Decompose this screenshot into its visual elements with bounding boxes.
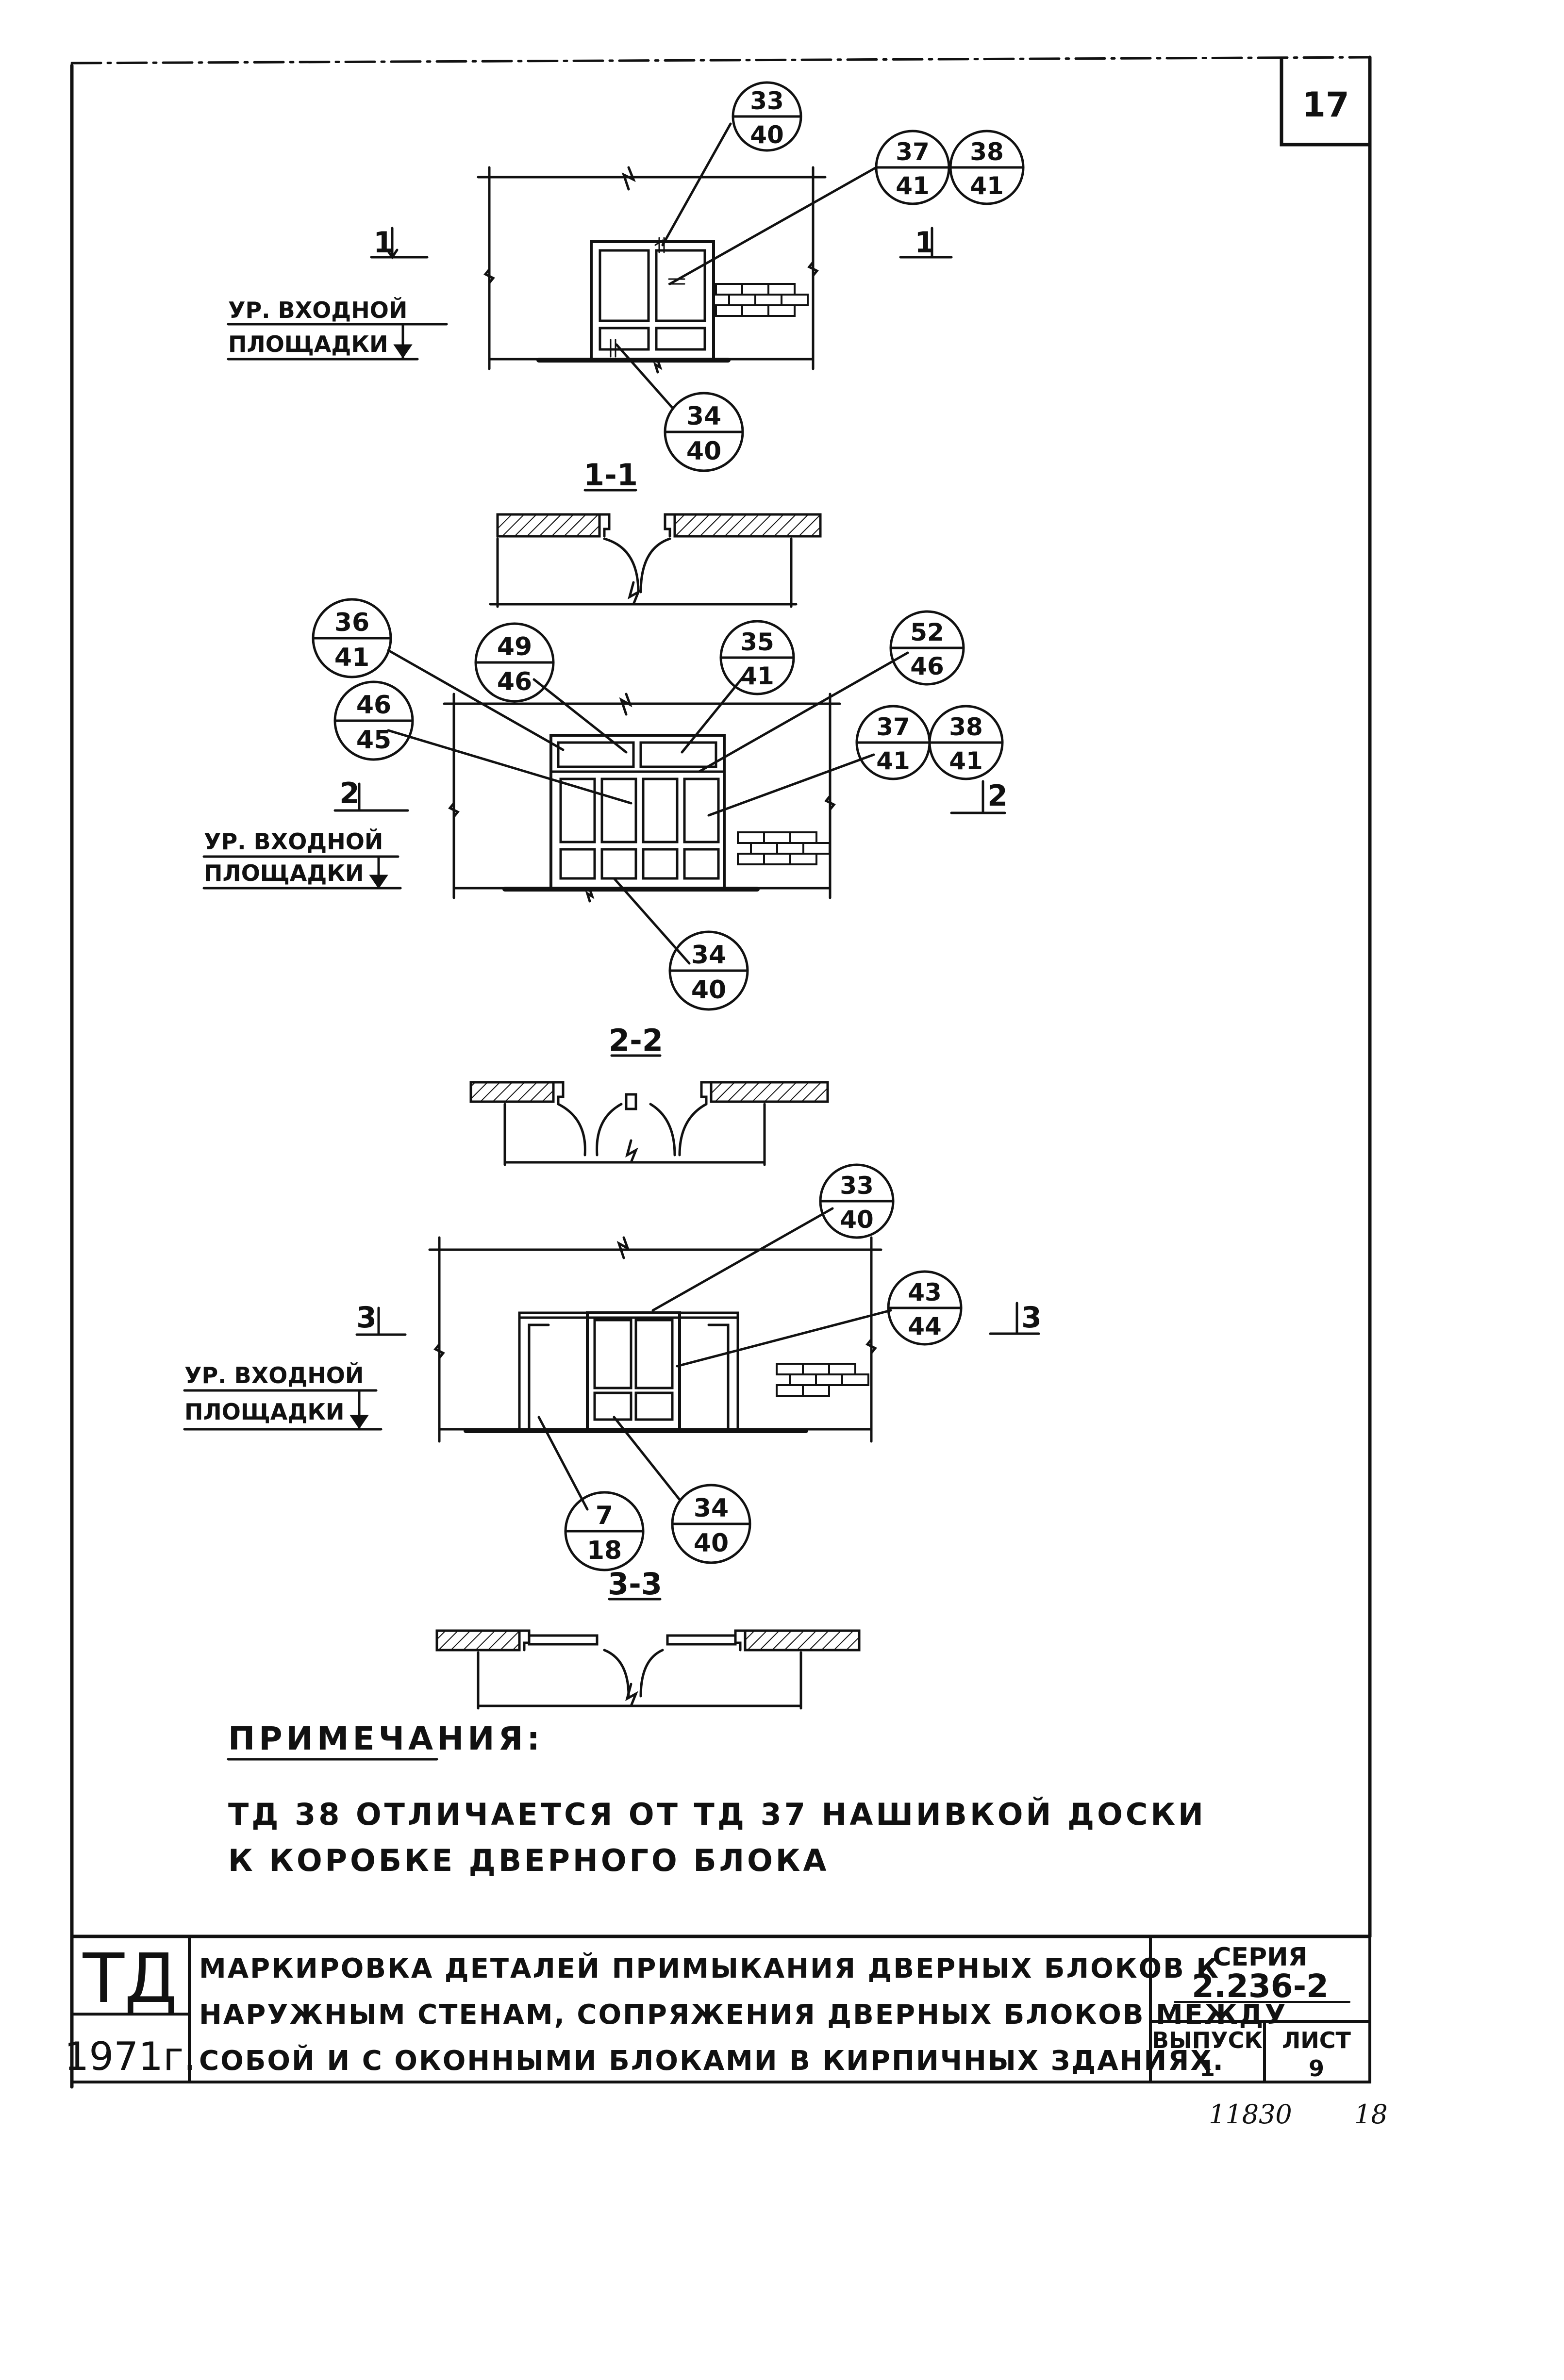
drawing-title-line-3: СОБОЙ И С ОКОННЫМИ БЛОКАМИ В КИРПИЧНЫХ З…	[199, 2045, 1225, 2077]
level-label-3-line2: ПЛОЩАДКИ	[184, 1399, 344, 1425]
level-label-1-line2: ПЛОЩАДКИ	[228, 331, 388, 357]
section-3-3	[435, 1598, 861, 1710]
callout-2-d-bottom: 46	[910, 652, 944, 680]
drawing-title-line-2: НАРУЖНЫМ СТЕНАМ, СОПРЯЖЕНИЯ ДВЕРНЫХ БЛОК…	[199, 1999, 1287, 2031]
callout-1-b-bottom: 41	[896, 172, 930, 200]
callout-1-a-bottom: 40	[750, 121, 784, 149]
callout-2-g-top: 38	[949, 713, 983, 741]
callout-1-a-top: 33	[750, 87, 784, 115]
series-value: 2.236-2	[1192, 1967, 1329, 2005]
section-1-1	[489, 489, 822, 608]
section-title-2-2: 2-2	[609, 1023, 663, 1058]
elevation-3	[183, 1163, 1040, 1571]
sheet-label: ЛИСТ	[1282, 2027, 1351, 2053]
section-mark-2-left: 2	[339, 777, 360, 810]
callout-3-b-bottom: 44	[908, 1312, 942, 1340]
elevation-2	[202, 598, 1006, 1011]
elevation-1	[227, 81, 1025, 472]
callout-2-e-bottom: 45	[356, 726, 391, 755]
callout-2-f-top: 37	[876, 713, 910, 741]
callout-1-d-top: 34	[686, 402, 721, 431]
level-label-1-line1: УР. ВХОДНОЙ	[228, 297, 407, 323]
issue-value: 1	[1199, 2055, 1215, 2082]
callout-1-d-bottom: 40	[686, 437, 721, 466]
section-title-1-1: 1-1	[583, 457, 638, 493]
callout-3-d-bottom: 40	[694, 1529, 729, 1558]
callout-3-c-bottom: 18	[587, 1536, 622, 1565]
callout-2-b-bottom: 46	[497, 667, 532, 696]
callout-1-c-bottom: 41	[970, 172, 1004, 200]
issue-label: ВЫПУСК	[1152, 2027, 1263, 2053]
section-mark-1-left: 1	[373, 226, 394, 260]
callout-1-b-top: 37	[896, 138, 930, 166]
callout-2-a-bottom: 41	[334, 643, 369, 672]
callout-2-h-top: 34	[691, 941, 726, 970]
section-2-2	[469, 1054, 829, 1166]
series-label: СЕРИЯ	[1213, 1943, 1307, 1972]
callout-3-a-top: 33	[840, 1172, 874, 1200]
title-block-frame	[70, 1935, 1371, 2083]
handwritten-page: 18	[1354, 2099, 1388, 2130]
callout-2-b-top: 49	[497, 632, 532, 661]
title-block-logo: ТД	[83, 1939, 178, 2018]
callout-2-f-bottom: 41	[876, 747, 910, 775]
drawing-title-line-1: МАРКИРОВКА ДЕТАЛЕЙ ПРИМЫКАНИЯ ДВЕРНЫХ БЛ…	[199, 1952, 1220, 1984]
sheet-number: 17	[1302, 85, 1349, 125]
notes-heading: ПРИМЕЧАНИЯ:	[228, 1720, 544, 1757]
callout-2-a-top: 36	[334, 608, 369, 637]
section-mark-2-right: 2	[987, 779, 1008, 813]
callout-2-e-top: 46	[356, 691, 391, 720]
level-label-2-line2: ПЛОЩАДКИ	[204, 860, 364, 886]
callout-3-c-top: 7	[596, 1501, 613, 1530]
section-mark-1-right: 1	[915, 226, 935, 260]
section-mark-3-right: 3	[1021, 1301, 1042, 1335]
callout-2-d-top: 52	[910, 618, 944, 646]
notes-line-1: ТД 38 ОТЛИЧАЕТСЯ ОТ ТД 37 НАШИВКОЙ ДОСКИ	[228, 1797, 1206, 1832]
sheet-value: 9	[1309, 2055, 1324, 2082]
title-block-year: 1971г.	[64, 2034, 196, 2079]
callout-1-c-top: 38	[970, 138, 1004, 166]
notes-line-2: К КОРОБКЕ ДВЕРНОГО БЛОКА	[228, 1843, 829, 1878]
level-label-3-line1: УР. ВХОДНОЙ	[184, 1362, 364, 1388]
callout-2-h-bottom: 40	[691, 975, 726, 1005]
callout-2-c-bottom: 41	[740, 662, 774, 690]
callout-3-b-top: 43	[908, 1278, 942, 1306]
section-title-3-3: 3-3	[608, 1566, 662, 1602]
callout-2-g-bottom: 41	[949, 747, 983, 775]
callout-3-a-bottom: 40	[840, 1206, 874, 1234]
level-label-2-line1: УР. ВХОДНОЙ	[204, 828, 383, 855]
handwritten-number: 11830	[1209, 2099, 1292, 2130]
callout-3-d-top: 34	[694, 1494, 729, 1523]
section-mark-3-left: 3	[356, 1301, 377, 1335]
callout-2-c-top: 35	[740, 628, 774, 656]
